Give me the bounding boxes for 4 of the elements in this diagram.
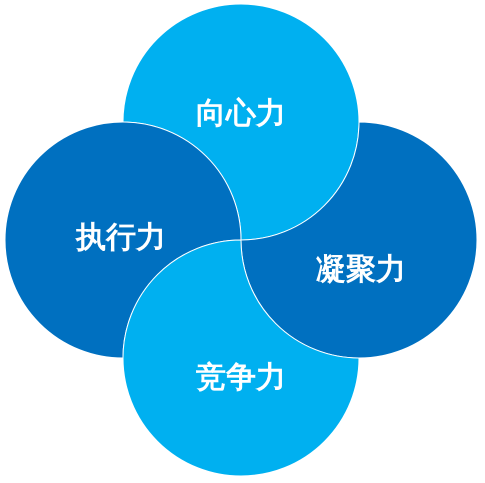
circle-label: 凝聚力 [316, 254, 406, 286]
circle-label: 向心力 [196, 98, 286, 130]
circle-label: 执行力 [76, 222, 166, 254]
circle-label: 竞争力 [196, 362, 286, 394]
